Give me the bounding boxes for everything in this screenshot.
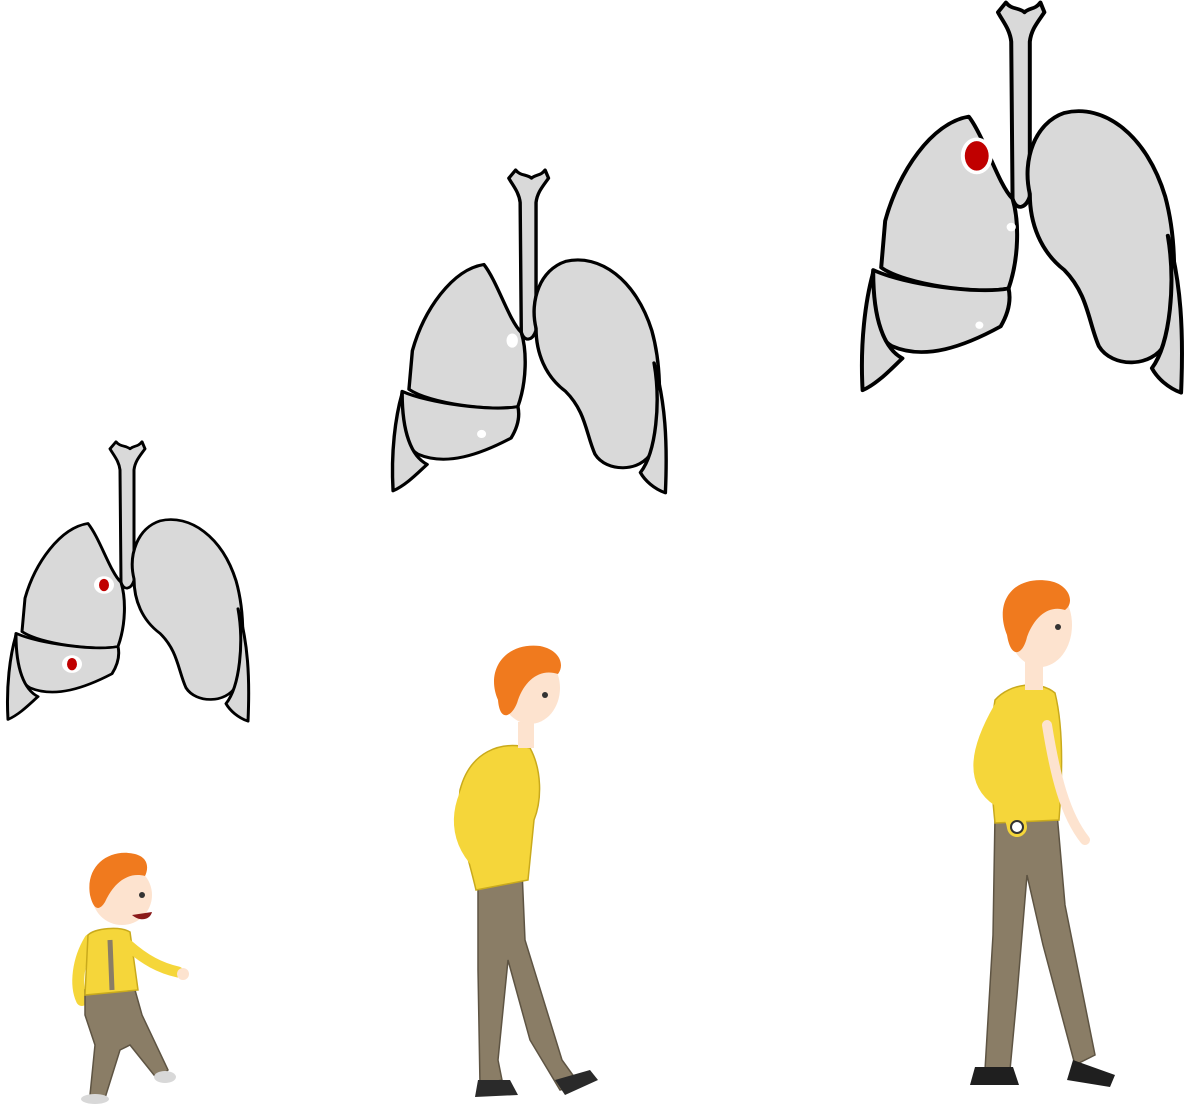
lesion-white-spot <box>507 333 518 347</box>
walking-teen-figure <box>430 640 630 1105</box>
lungs-icon <box>384 168 679 503</box>
lesion-white-spot <box>975 322 983 329</box>
lesion-red-spot-core <box>99 579 109 591</box>
lungs-child <box>0 440 260 730</box>
lungs-icon <box>852 0 1193 405</box>
walking-boy-figure <box>50 840 210 1105</box>
lungs-icon <box>0 440 260 730</box>
lesion-red-spot-core <box>67 658 77 670</box>
lesion-white-spot <box>1007 223 1016 232</box>
lesion-red-spot-core <box>965 141 989 170</box>
lungs-adult <box>852 0 1193 405</box>
lesion-white-spot <box>477 430 486 438</box>
walking-man-figure <box>955 575 1165 1105</box>
lungs-teen <box>384 168 679 503</box>
